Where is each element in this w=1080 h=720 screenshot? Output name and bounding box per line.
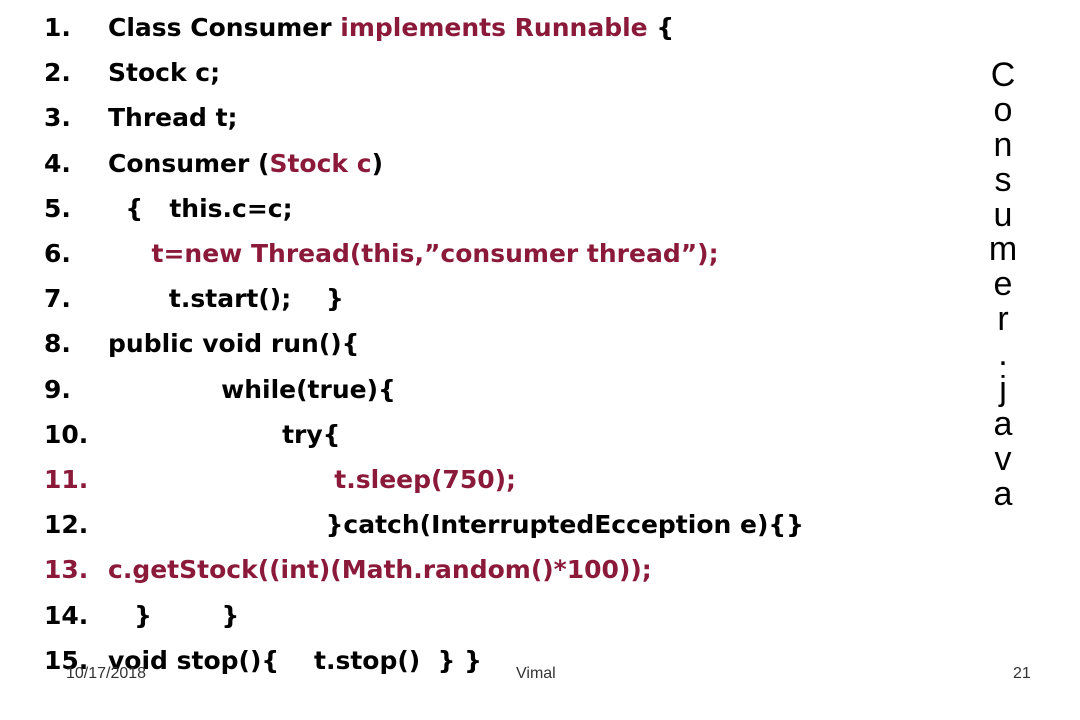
line-number: 4. (44, 148, 71, 178)
code-line: 7. t.start(); } (44, 277, 344, 321)
code-line: 8. public void run(){ (44, 322, 359, 366)
title-letter: j (999, 370, 1007, 409)
line-number: 14. (44, 600, 89, 630)
code-segment: Class Consumer (108, 13, 341, 42)
code-line: 13. c.getStock((int)(Math.random()*100)); (44, 548, 652, 592)
code-segment: t=new Thread(this,”consumer thread”); (108, 239, 719, 268)
code-line: 1. Class Consumer implements Runnable { (44, 6, 674, 50)
line-number: 2. (44, 58, 71, 88)
code-segment: public void run(){ (108, 329, 360, 359)
code-line: 15. void stop(){ t.stop() } } (44, 639, 482, 683)
line-number: 15. (44, 645, 89, 675)
title-letter: r (997, 300, 1009, 339)
line-number: 5. (44, 193, 71, 223)
line-number: 13. (44, 555, 89, 585)
code-segment: Thread t; (108, 103, 238, 133)
title-letter: e (993, 265, 1013, 304)
code-line: 6. t=new Thread(this,”consumer thread”); (44, 232, 719, 276)
code-segment: t.start(); } (108, 284, 344, 314)
title-letter: a (993, 474, 1013, 513)
title-letter: C (990, 56, 1016, 94)
code-segment: c.getStock((int)(Math.random()*100)); (108, 555, 652, 585)
code-segment: ) (371, 148, 384, 178)
code-segment: try{ (108, 419, 341, 449)
line-number: 8. (44, 329, 71, 359)
line-number: 1. (44, 13, 71, 42)
code-line: 5. { this.c=c; (44, 187, 293, 231)
footer-page-number: 21 (1013, 665, 1031, 682)
code-segment: { (647, 13, 675, 42)
title-letter: a (993, 404, 1013, 443)
code-line: 2. Stock c; (44, 51, 220, 95)
code-segment: Stock c; (108, 58, 221, 88)
footer-date: 10/17/2018 (66, 665, 147, 682)
code-line: 10. try{ (44, 413, 340, 457)
code-segment: Stock c (269, 148, 372, 178)
code-line: 11. t.sleep(750); (44, 458, 516, 502)
code-line: 3. Thread t; (44, 96, 238, 140)
title-letter: v (994, 439, 1012, 478)
code-segment: { this.c=c; (108, 193, 293, 223)
code-segment: Consumer ( (108, 148, 270, 178)
code-line: 14. } } (44, 594, 239, 638)
title-letter: n (993, 125, 1013, 164)
line-number: 10. (44, 419, 89, 449)
title-letter: u (993, 195, 1013, 234)
line-number: 3. (44, 103, 71, 133)
line-number: 6. (44, 239, 71, 268)
code-segment: t.sleep(750); (108, 465, 517, 494)
title-letter: . (998, 335, 1008, 374)
code-segment: implements Runnable (340, 13, 648, 42)
title-letter: s (994, 160, 1012, 199)
code-line: 12. }catch(InterruptedEcception e){} (44, 503, 804, 547)
footer-author: Vimal (516, 665, 556, 682)
code-segment: }catch(InterruptedEcception e){} (108, 510, 804, 540)
code-segment: while(true){ (108, 374, 396, 404)
line-number: 12. (44, 510, 89, 540)
code-segment: } } (108, 600, 240, 630)
line-number: 11. (44, 465, 89, 494)
title-letter: o (993, 90, 1013, 129)
code-line: 4. Consumer (Stock c) (44, 142, 383, 186)
code-segment: void stop(){ t.stop() } } (108, 645, 482, 675)
code-line: 9. while(true){ (44, 368, 396, 412)
title-letter: m (988, 230, 1018, 269)
line-number: 7. (44, 284, 71, 314)
line-number: 9. (44, 374, 71, 404)
